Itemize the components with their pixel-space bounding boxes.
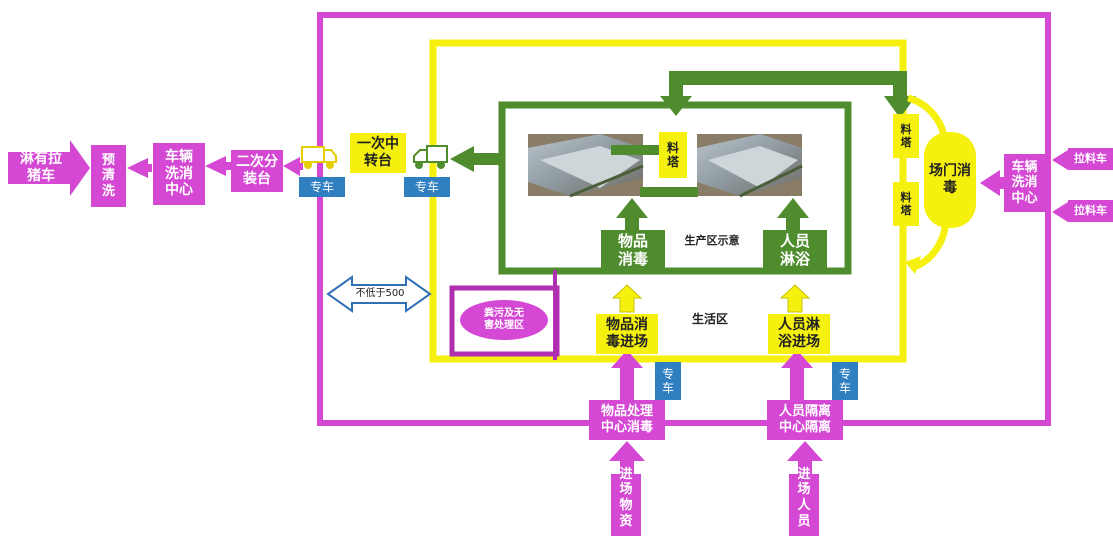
vehicle-wash-center-left: 车辆 洗消 中心 xyxy=(153,143,205,205)
secondary-transfer-box: 二次分 装台 xyxy=(231,150,283,192)
right-wash-center-shape xyxy=(1004,154,1045,212)
primary-transfer-box: 一次中 转台 xyxy=(350,133,406,173)
production-out-arrow xyxy=(450,146,502,172)
arrow-feedtruck2 xyxy=(1052,202,1070,222)
gate-disinfection-label: 场门消 毒 xyxy=(929,163,971,196)
farm-outer-boundary xyxy=(317,12,1051,426)
arrow-center-to-transfer xyxy=(205,156,231,176)
feed-tower-production: 料 塔 xyxy=(659,132,687,178)
incoming-items-shape xyxy=(611,474,641,536)
vehicle-wash-center-right: 车辆 洗消 中心 xyxy=(1011,159,1038,206)
personnel-shower-box: 人员 淋浴 xyxy=(763,230,827,270)
production-area-label: 生产区示意 xyxy=(684,234,740,248)
feed-truck-2-shape xyxy=(1068,200,1113,222)
incoming-items-label: 进 场 物 资 xyxy=(619,466,633,529)
personnel-center-up-arrow xyxy=(781,350,813,400)
distance-double-arrow xyxy=(326,275,432,313)
feed-tower-gate-2: 料 塔 xyxy=(893,182,919,226)
feed-truck-label-1: 拉料车 xyxy=(1074,152,1107,166)
pig-barn-photo-right xyxy=(697,134,803,198)
manure-treatment-oval xyxy=(460,300,548,340)
incoming-personnel-label: 进 场 人 员 xyxy=(797,466,811,529)
gate-disinfection-shape xyxy=(924,132,976,228)
pickup-truck-label: 淋有拉 猪车 xyxy=(20,151,62,184)
special-vehicle-bottom-2: 专 车 xyxy=(832,362,858,400)
distance-note: 不低于500 xyxy=(355,288,405,299)
living-area-label: 生活区 xyxy=(691,311,728,326)
incoming-personnel-shape xyxy=(789,474,819,536)
incoming-items-up-arrow xyxy=(609,441,645,474)
pig-barn-photo-left xyxy=(528,134,644,198)
manure-treatment-label: 粪污及无 害处理区 xyxy=(484,308,524,331)
item-disinfection-box: 物品 消毒 xyxy=(601,230,665,270)
personnel-entry-up-arrow xyxy=(779,284,811,313)
item-disinfection-up-arrow xyxy=(616,198,648,232)
special-vehicle-bottom-1: 专 车 xyxy=(655,362,681,400)
pickup-truck-arrow-shape xyxy=(8,140,90,196)
item-processing-center: 物品处理 中心消毒 xyxy=(589,400,665,440)
incoming-personnel-up-arrow xyxy=(787,441,823,474)
feed-pipeline xyxy=(611,71,916,197)
feed-truck-1-shape xyxy=(1068,148,1113,170)
truck-icon-outer xyxy=(301,146,337,169)
special-vehicle-outer: 专车 xyxy=(299,177,345,197)
item-center-up-arrow xyxy=(611,350,643,400)
item-entry-up-arrow xyxy=(611,284,643,313)
personnel-isolation-center: 人员隔离 中心隔离 xyxy=(767,400,843,440)
special-vehicle-inner: 专车 xyxy=(404,177,450,197)
arrow-wash-to-gate xyxy=(980,170,1004,196)
gate-cycle-arrow-head xyxy=(905,256,921,274)
feed-truck-label-2: 拉料车 xyxy=(1074,204,1107,218)
item-entry-box: 物品消 毒进场 xyxy=(596,314,658,354)
personnel-entry-box: 人员淋 浴进场 xyxy=(768,314,830,354)
arrow-feedtruck1 xyxy=(1052,150,1070,170)
feed-tower-gate-1: 料 塔 xyxy=(893,114,919,158)
arrow-prewash-to-center xyxy=(127,158,152,178)
truck-icon-inner xyxy=(413,145,448,169)
personnel-shower-up-arrow xyxy=(777,198,809,232)
arrow-transfer-to-truck xyxy=(283,157,303,176)
prewash-box: 预 清 洗 xyxy=(91,145,126,207)
